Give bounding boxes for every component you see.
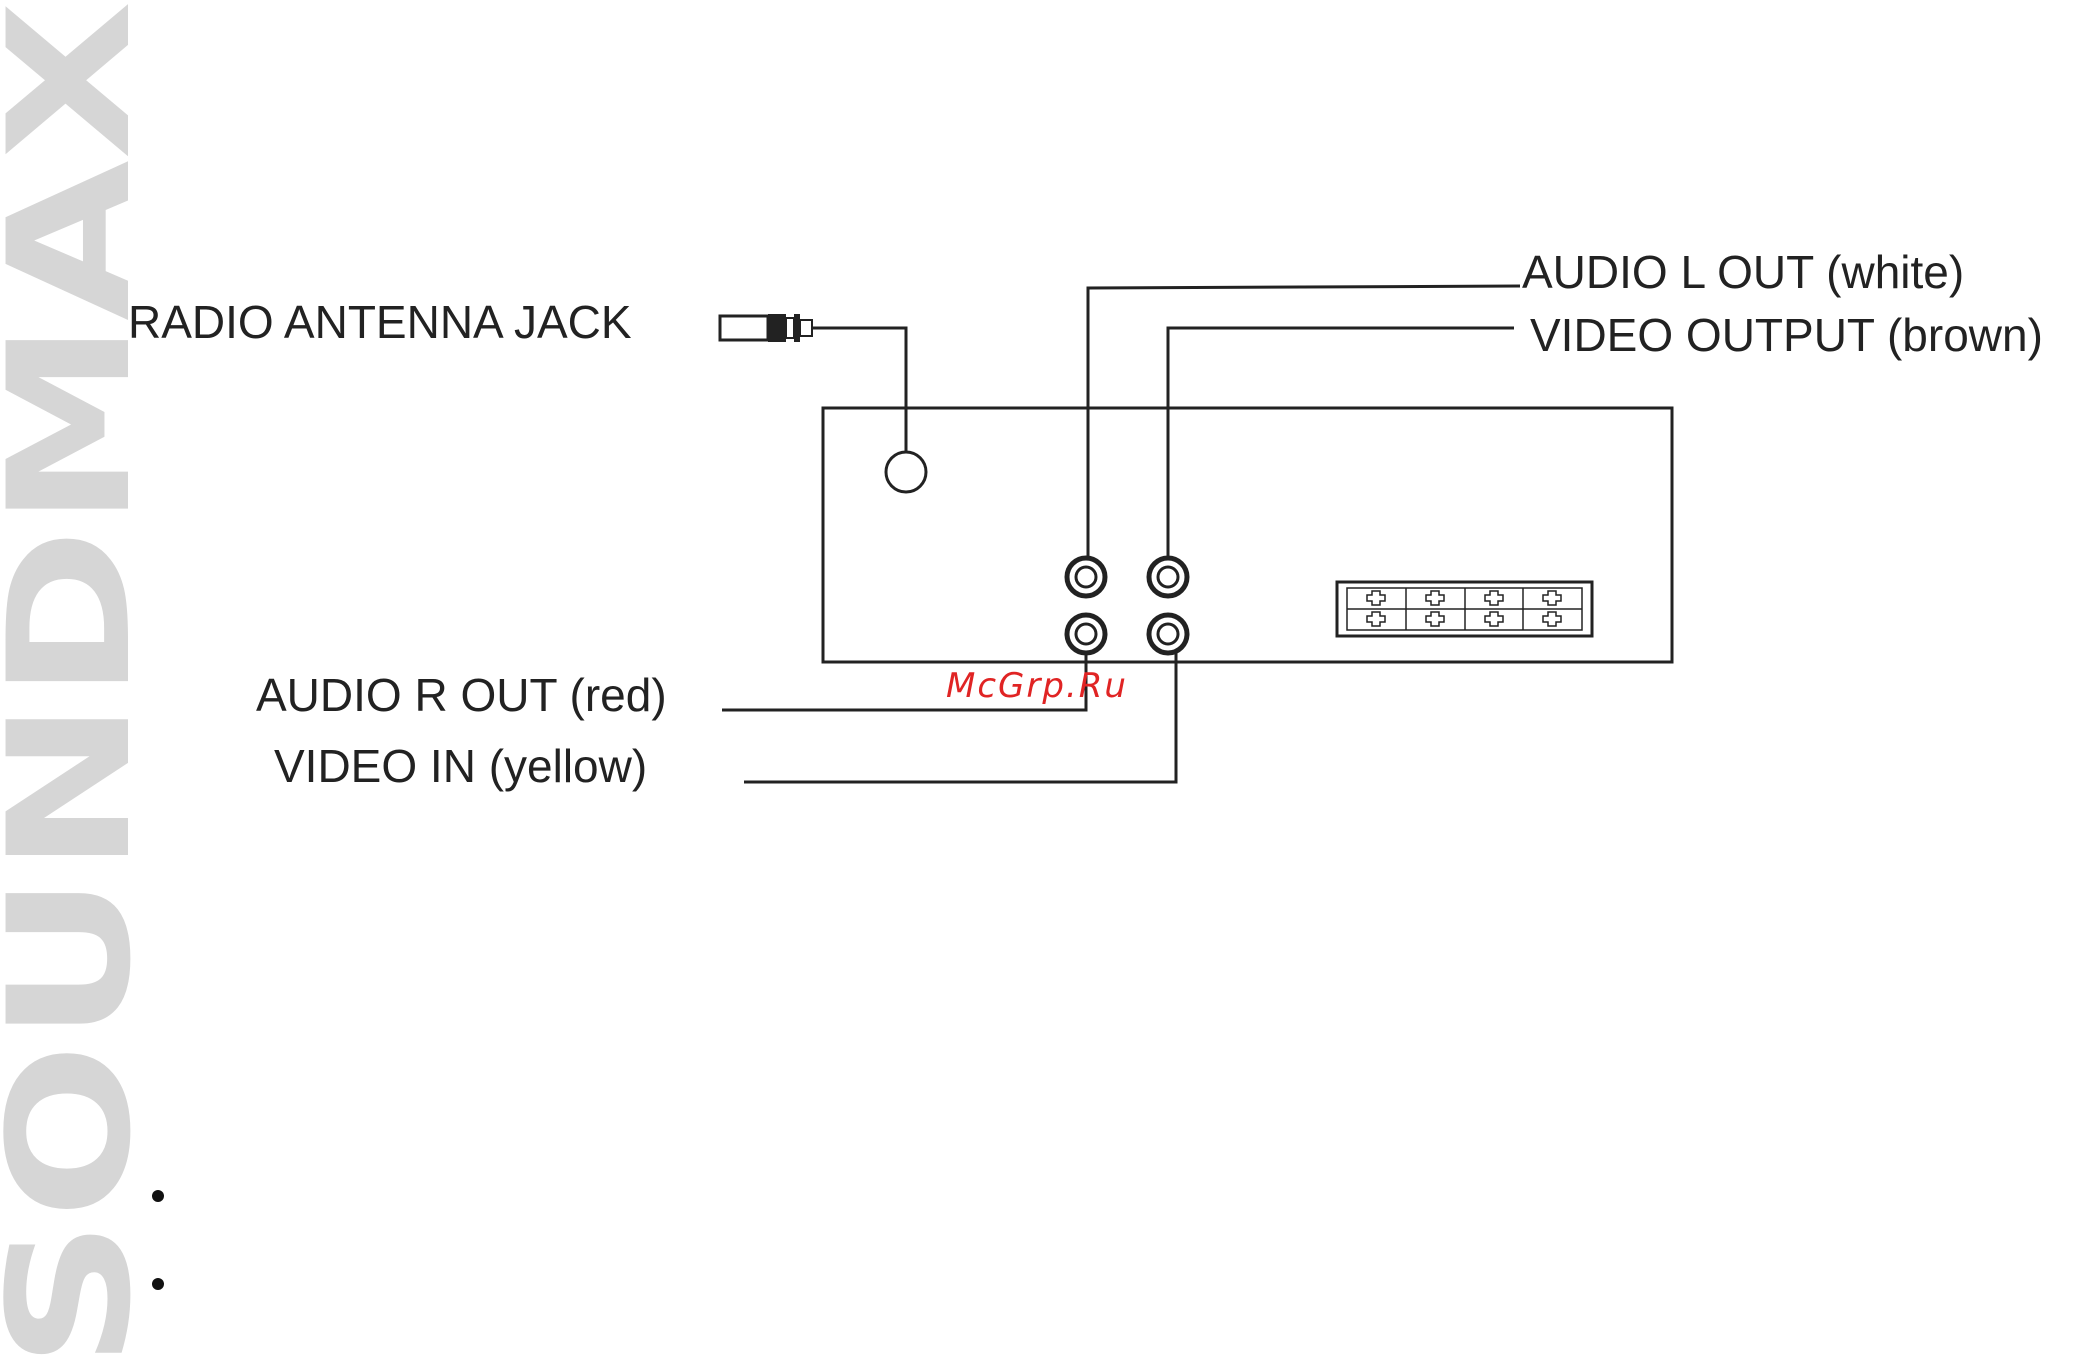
- bullet-2: [152, 1278, 164, 1290]
- wire-antenna: [812, 328, 906, 452]
- label-video-in: VIDEO IN (yellow): [274, 740, 647, 792]
- rca-jack-audio-r-out: [1067, 615, 1105, 653]
- rca-jack-video-output: [1149, 558, 1187, 596]
- wire-video-output: [1168, 328, 1514, 560]
- antenna-socket-icon: [886, 452, 926, 492]
- label-video-output: VIDEO OUTPUT (brown): [1530, 309, 2043, 361]
- rca-jack-audio-l-out: [1067, 558, 1105, 596]
- wire-video-in: [744, 634, 1176, 782]
- watermark: McGrp.Ru: [946, 666, 1128, 706]
- label-radio-antenna-jack: RADIO ANTENNA JACK: [128, 296, 632, 348]
- bullet-1: [152, 1190, 164, 1202]
- label-audio-r-out: AUDIO R OUT (red): [256, 669, 667, 721]
- antenna-plug-icon: [720, 314, 812, 342]
- label-audio-l-out: AUDIO L OUT (white): [1522, 246, 1964, 298]
- rca-jack-video-in: [1149, 615, 1187, 653]
- brand-logo: SOUNDMAX: [0, 0, 168, 1369]
- iso-connector-icon: [1337, 582, 1592, 636]
